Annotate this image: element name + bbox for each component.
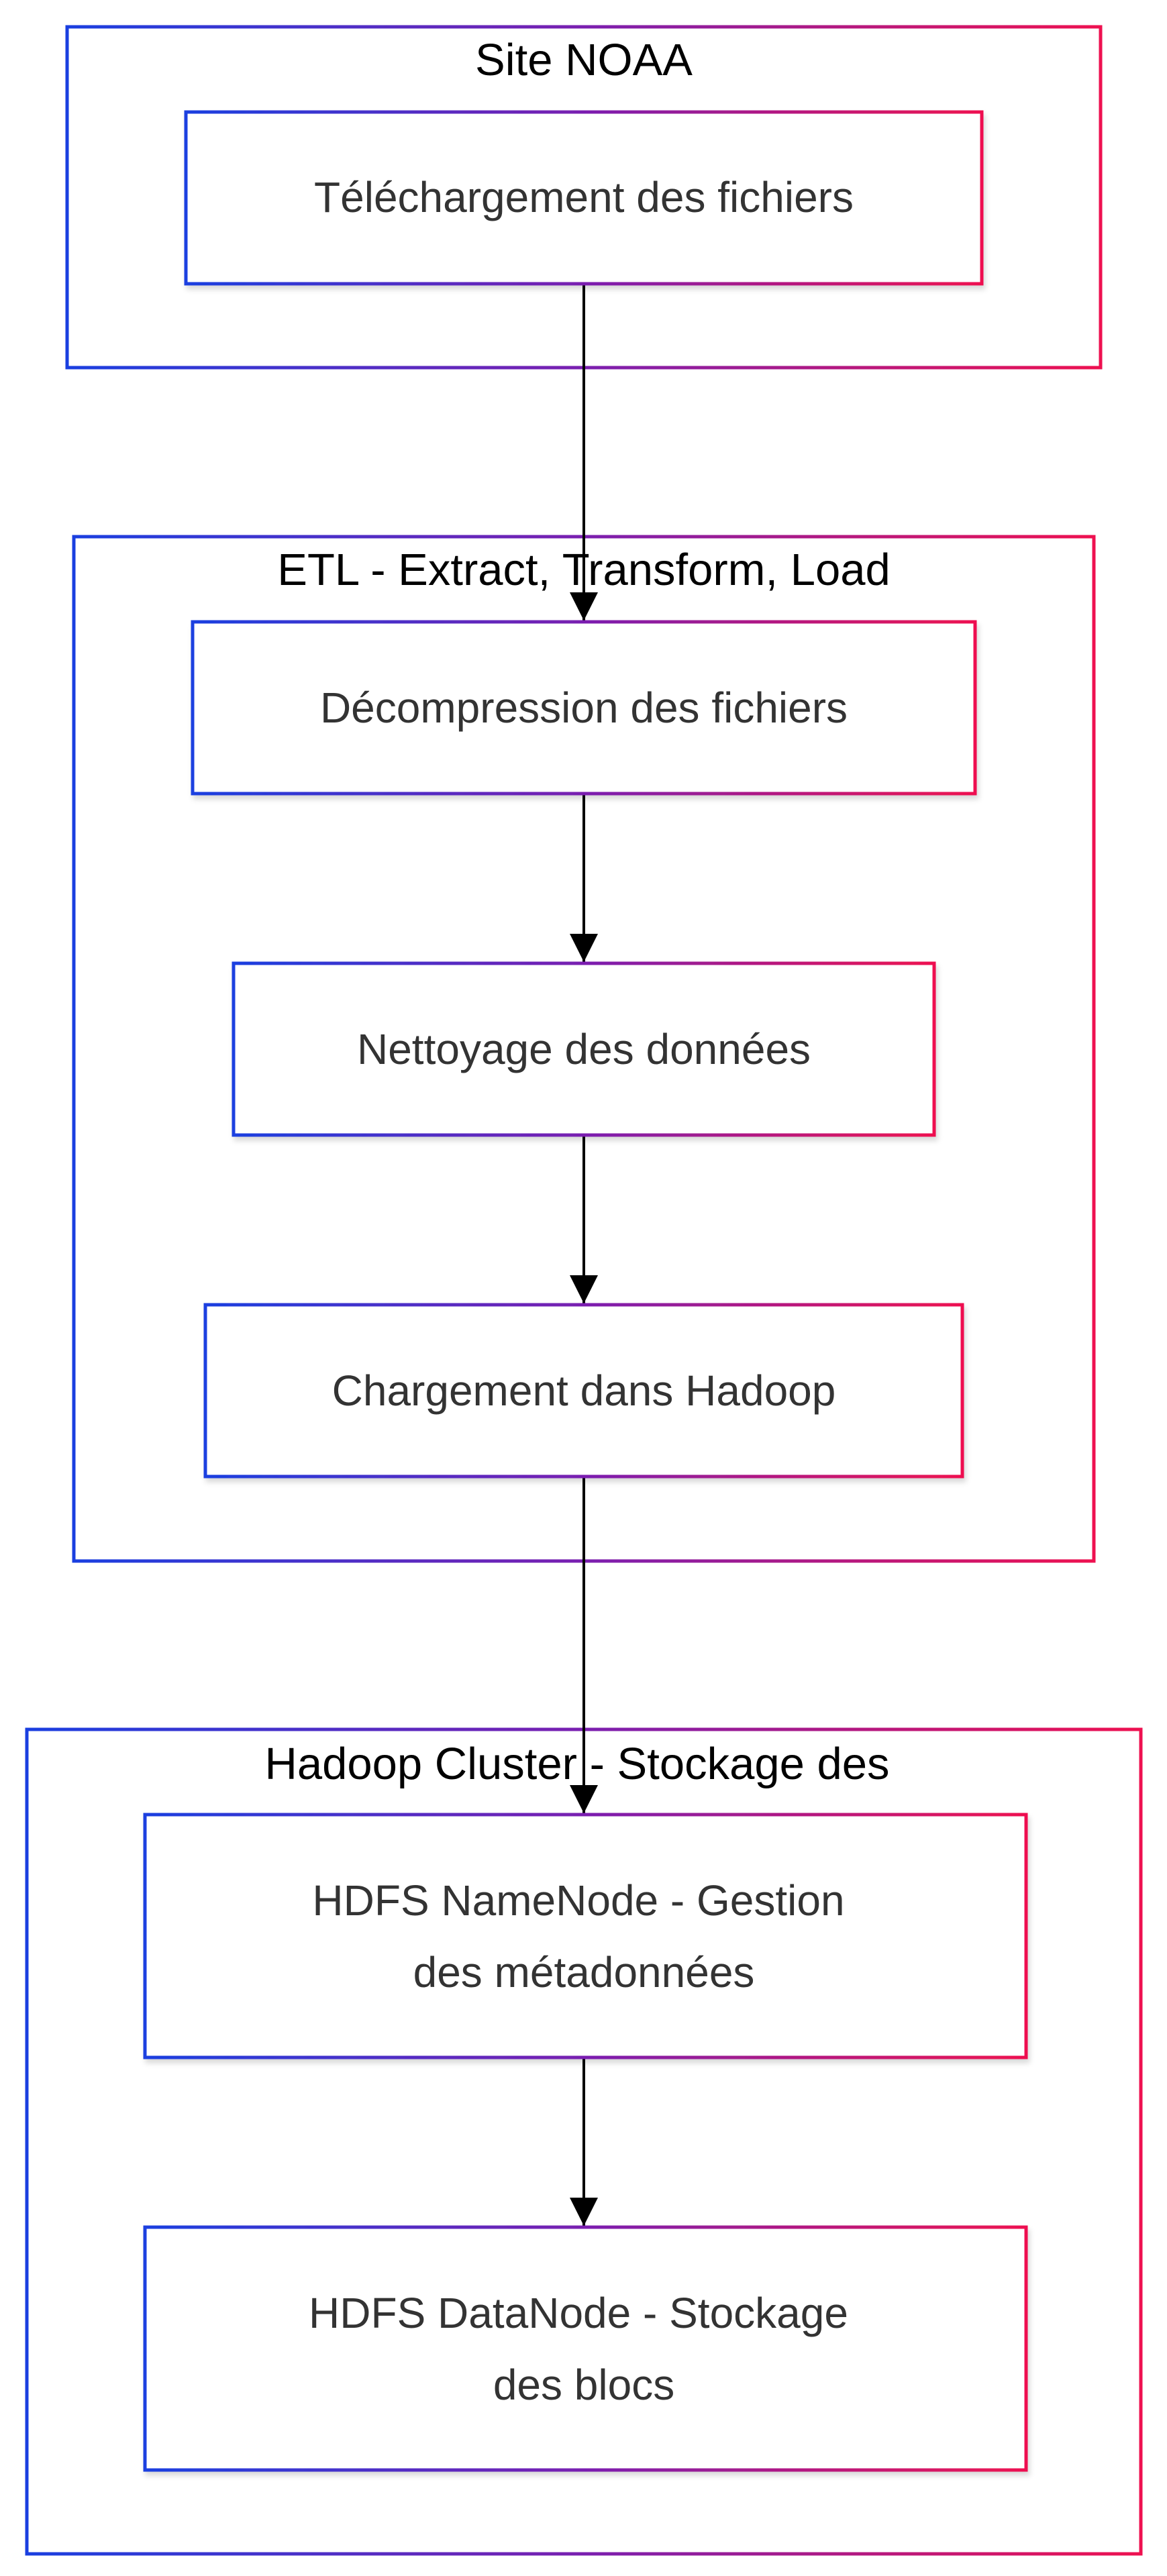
node-chargement-label: Chargement dans Hadoop (332, 1366, 836, 1415)
node-telechargement-label: Téléchargement des fichiers (314, 173, 854, 221)
cluster-hadoop-title: Hadoop Cluster - Stockage des (264, 1739, 889, 1789)
node-datanode (143, 2225, 1028, 2472)
node-datanode-label-line1: HDFS DataNode - Stockage (309, 2289, 848, 2337)
node-nettoyage (232, 961, 936, 1137)
node-chargement (203, 1303, 964, 1479)
node-nettoyage-box (232, 961, 936, 1137)
node-telechargement-box (184, 110, 984, 286)
node-nettoyage-label: Nettoyage des données (357, 1025, 811, 1073)
node-decompression-box (191, 620, 977, 796)
node-decompression-label: Décompression des fichiers (320, 684, 848, 732)
node-chargement-box (203, 1303, 964, 1479)
node-decompression (191, 620, 977, 796)
node-namenode-box (143, 1813, 1028, 2059)
node-telechargement (184, 110, 984, 286)
node-datanode-label-line2: des blocs (493, 2361, 674, 2409)
node-datanode-box (143, 2225, 1028, 2472)
node-namenode-label-line1: HDFS NameNode - Gestion (312, 1876, 844, 1925)
node-namenode (143, 1813, 1028, 2059)
cluster-hadoop: Hadoop Cluster - Stockage des (25, 1727, 1143, 2556)
cluster-site-noaa-title: Site NOAA (475, 35, 693, 85)
node-namenode-label-line2: des métadonnées (413, 1948, 755, 1996)
